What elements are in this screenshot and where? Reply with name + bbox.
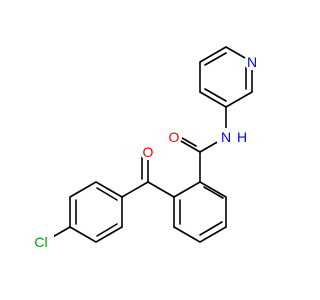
atom-labels: N N H O O Cl <box>34 54 257 250</box>
bond <box>173 226 201 243</box>
pyridine-nitrogen-label: N <box>247 54 257 70</box>
bond <box>199 46 227 63</box>
amide-hydrogen-label: H <box>237 129 247 145</box>
amide-oxygen-label: O <box>169 129 180 145</box>
bond-network <box>43 46 253 243</box>
bond <box>121 181 149 198</box>
bond <box>225 91 253 108</box>
bond <box>199 91 227 108</box>
bond <box>199 226 227 243</box>
bond <box>199 221 223 236</box>
bond <box>96 223 118 237</box>
bond <box>69 181 97 198</box>
ketone-oxygen-label: O <box>143 144 154 160</box>
label-mask <box>166 129 182 145</box>
bond <box>69 226 97 243</box>
chlorine-label: Cl <box>34 234 47 250</box>
bond <box>203 186 224 199</box>
bond <box>199 181 227 198</box>
bond <box>96 187 118 201</box>
label-mask <box>217 128 251 146</box>
label-backgrounds <box>28 54 260 252</box>
label-mask <box>244 54 260 70</box>
amide-nitrogen-label: N <box>221 129 231 145</box>
molecule-structure: N N H O O Cl <box>28 46 260 252</box>
bond <box>147 181 175 198</box>
label-mask <box>28 232 54 252</box>
bond <box>204 52 227 66</box>
bond <box>204 88 227 102</box>
label-mask <box>140 144 156 160</box>
bond <box>95 181 123 198</box>
bond <box>95 226 123 243</box>
bond <box>173 181 201 198</box>
